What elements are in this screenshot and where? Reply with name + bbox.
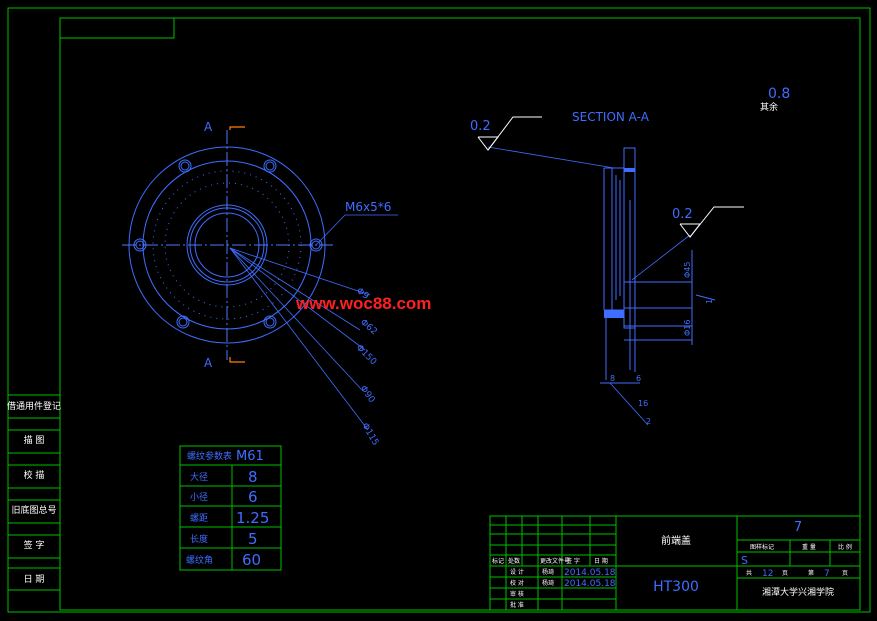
thread-row-0-value: 8 xyxy=(248,468,258,486)
thread-row-4-label: 螺纹角 xyxy=(186,554,213,566)
thread-row-0-label: 大径 xyxy=(190,471,208,483)
section-label-bottom: A xyxy=(204,356,213,370)
left-registration-column: 借通用件登记 描 图 校 描 旧底图总号 签 字 日 期 xyxy=(7,394,61,591)
name-0: 杨琦 xyxy=(542,568,554,576)
bolt-hole-bottom-left xyxy=(176,315,190,329)
section-bottom-2: 16 xyxy=(638,399,648,408)
remaining-roughness-value: 0.8 xyxy=(768,86,790,102)
thread-row-3-label: 长度 xyxy=(190,533,208,545)
roughness-symbol-left xyxy=(477,116,542,151)
bolt-hole-top-right xyxy=(263,159,277,173)
thread-row-2-label: 螺距 xyxy=(190,513,208,524)
roughness-left: 0.2 xyxy=(470,119,491,134)
title-header-2: 更改文件号 xyxy=(540,557,570,565)
section-bottom-3: 2 xyxy=(646,417,651,426)
stage-mark: S xyxy=(741,554,748,567)
drawing-number: 7 xyxy=(794,520,802,535)
thread-row-1-value: 6 xyxy=(248,488,258,506)
sheet-total-prefix: 共 xyxy=(746,569,752,577)
sheet-total: 12 xyxy=(762,569,773,579)
sheet-current: 7 xyxy=(824,569,830,579)
centerlines xyxy=(122,130,333,360)
stage-label-2: 比 例 xyxy=(838,543,852,551)
role-1: 校 对 xyxy=(510,579,524,587)
date-0: 2014.05.18 xyxy=(564,568,616,578)
date-1: 2014.05.18 xyxy=(564,579,616,589)
section-view: SECTION A-A xyxy=(470,86,790,426)
left-label-2: 校 描 xyxy=(24,469,45,481)
dimension-leaders xyxy=(229,214,398,431)
role-2: 审 核 xyxy=(510,590,524,598)
thread-row-2-value: 1.25 xyxy=(236,509,269,527)
thread-table-header-value: M61 xyxy=(236,449,264,464)
bolt-hole-bottom-right xyxy=(263,315,277,329)
stage-label-0: 图样标记 xyxy=(750,543,774,551)
section-dim-1: 1 xyxy=(705,299,714,304)
drawing-frame xyxy=(7,7,871,613)
role-0: 设 计 xyxy=(510,568,524,576)
thread-row-1-label: 小径 xyxy=(190,491,208,503)
section-bottom-0: 8 xyxy=(610,374,615,383)
thread-row-3-value: 5 xyxy=(248,530,258,548)
remaining-roughness-label: 其余 xyxy=(760,101,778,113)
thread-row-4-value: 60 xyxy=(242,551,261,569)
title-block: 标记 处数 更改文件号 签 字 日 期 设 计 杨琦 2014.05.18 校 … xyxy=(489,515,861,611)
section-label-top: A xyxy=(204,120,213,134)
name-1: 杨琦 xyxy=(542,579,554,587)
left-label-0: 借通用件登记 xyxy=(7,400,61,412)
title-header-1: 处数 xyxy=(508,557,520,565)
watermark: www.woc88.com xyxy=(295,294,431,313)
section-marker xyxy=(229,126,245,363)
left-label-5: 日 期 xyxy=(24,574,45,585)
material: HT300 xyxy=(653,579,699,595)
section-dim-2: Φ16 xyxy=(683,320,692,336)
part-name: 前端盖 xyxy=(661,534,691,547)
sheet-current-suffix: 页 xyxy=(842,570,848,577)
section-bottom-1: 6 xyxy=(636,374,641,383)
sheet-total-suffix: 页 xyxy=(782,570,788,577)
role-3: 批 准 xyxy=(510,601,524,609)
bolt-hole-top-left xyxy=(178,159,192,173)
stage-label-1: 重 量 xyxy=(802,543,816,551)
sheet-current-prefix: 第 xyxy=(808,569,814,577)
title-header-4: 日 期 xyxy=(594,557,608,565)
left-label-4: 签 字 xyxy=(24,539,45,551)
front-view: A A M6x5*6 Φ9 Φ62 Φ150 Φ90 Φ115 xyxy=(122,120,398,448)
thread-callout: M6x5*6 xyxy=(345,200,391,214)
left-label-1: 描 图 xyxy=(24,434,45,446)
roughness-symbol-right xyxy=(679,206,744,238)
section-title: SECTION A-A xyxy=(572,110,650,124)
left-label-3: 旧底图总号 xyxy=(11,504,56,516)
roughness-right: 0.2 xyxy=(672,207,693,222)
section-dim-0: Φ45 xyxy=(683,262,692,278)
title-header-3: 签 字 xyxy=(566,557,580,565)
thread-table-header: 螺纹参数表 xyxy=(187,450,232,462)
title-header-0: 标记 xyxy=(492,557,504,565)
thread-parameter-table: 螺纹参数表 M61 大径 8 小径 6 螺距 1.25 长度 5 螺纹角 60 xyxy=(179,445,282,571)
organization: 湘潭大学兴湘学院 xyxy=(762,586,834,598)
